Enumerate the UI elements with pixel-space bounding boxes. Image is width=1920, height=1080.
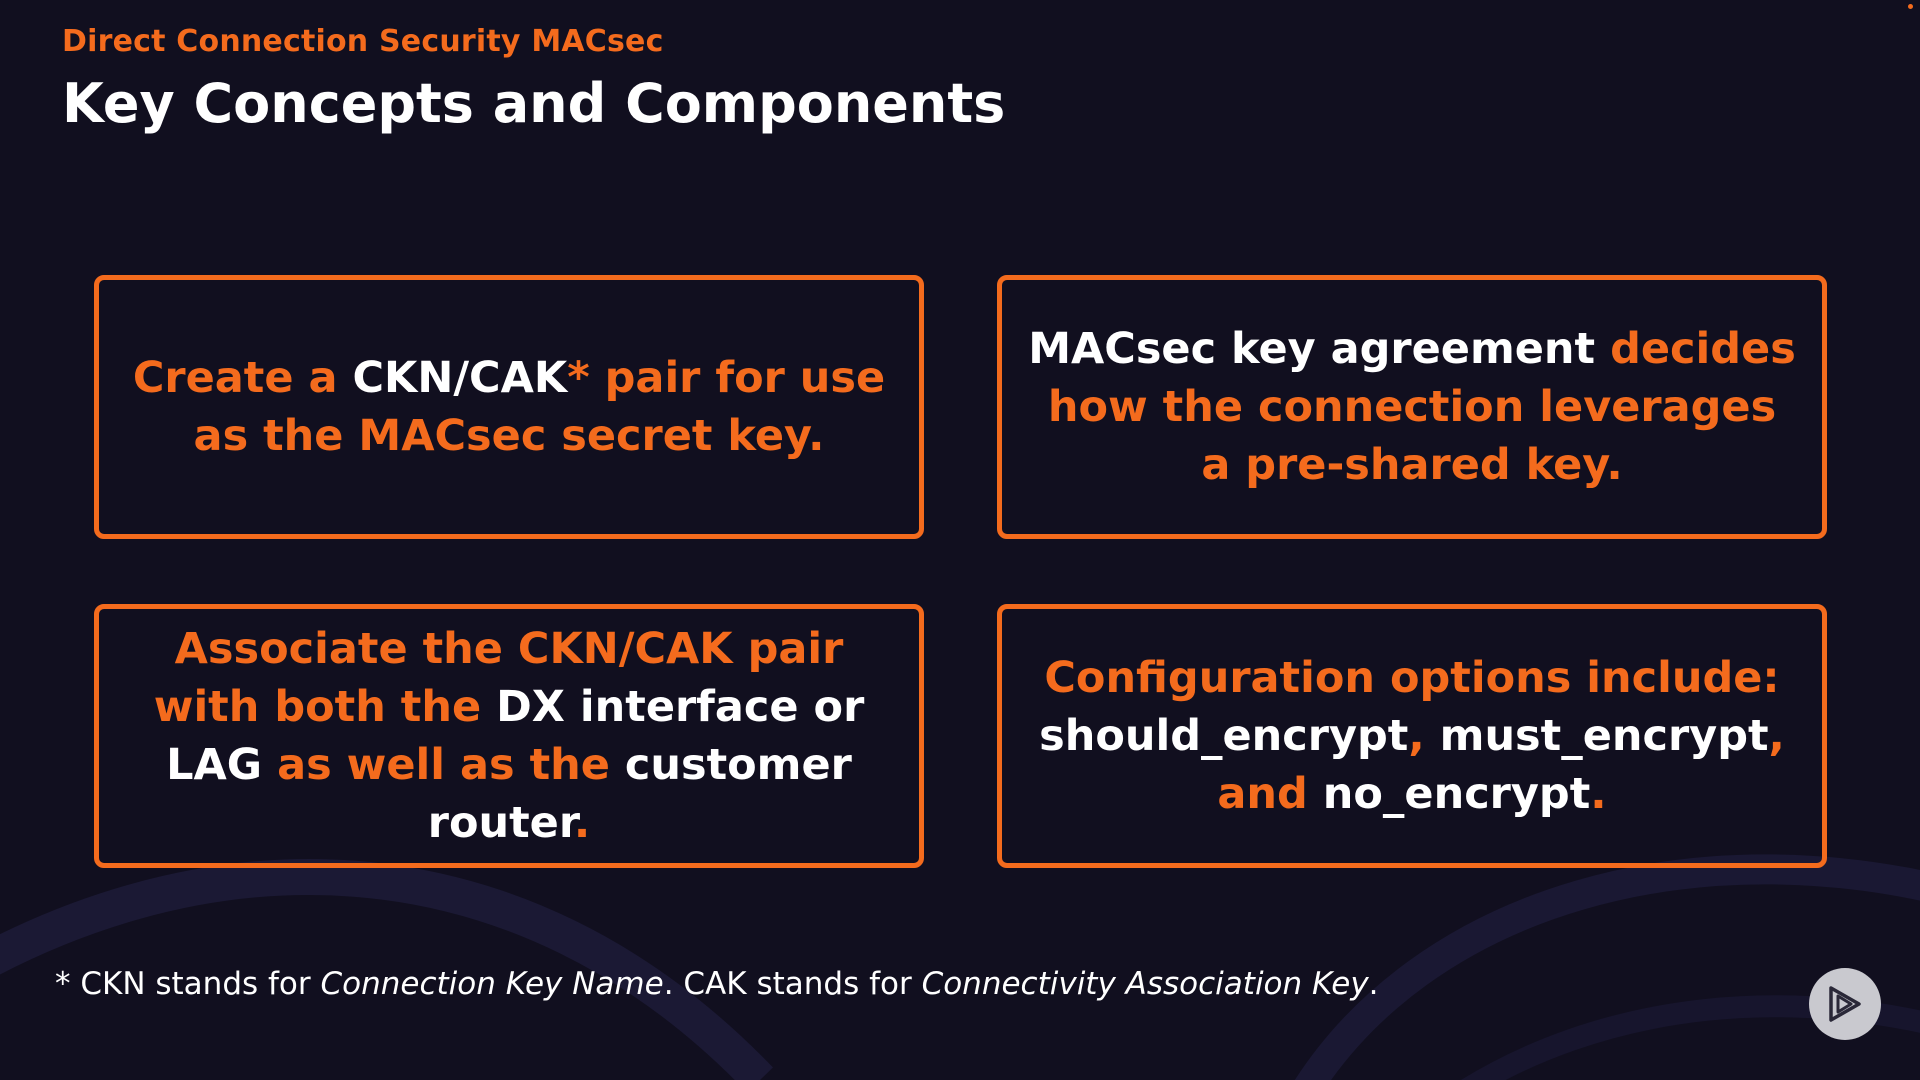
card-highlight-term: should_encrypt [1039, 711, 1409, 761]
concept-card-config-options: Configuration options include: should_en… [997, 604, 1827, 868]
card-text: Create a CKN/CAK* pair for use as the MA… [125, 349, 893, 465]
footnote: * CKN stands for Connection Key Name. CA… [55, 966, 1379, 1002]
card-text-segment: decides how the connection leverages a p… [1047, 324, 1796, 490]
card-text-segment: , [1408, 711, 1440, 761]
card-highlight-term: DX interface or LAG [166, 682, 865, 790]
footnote-prefix: * CKN stands for [55, 966, 321, 1002]
card-text-segment: * pair for use as the MACsec secret key. [193, 353, 886, 461]
footnote-middle: . CAK stands for [663, 966, 922, 1002]
card-highlight-term: must_encrypt [1439, 711, 1769, 761]
card-text-segment: . [573, 798, 591, 848]
card-text-segment: . [1590, 769, 1607, 819]
card-highlight-term: customer router [427, 740, 852, 848]
card-highlight-term: no_encrypt [1322, 769, 1591, 819]
card-text-segment: Configuration options include: [1044, 653, 1780, 703]
card-text: MACsec key agreement decides how the con… [1028, 320, 1796, 494]
concept-card-ckn-cak: Create a CKN/CAK* pair for use as the MA… [94, 275, 924, 539]
corner-marker [1908, 4, 1913, 9]
footnote-ckn-term: Connection Key Name [320, 966, 664, 1002]
slide-title: Key Concepts and Components [62, 72, 1006, 135]
concept-card-key-agreement: MACsec key agreement decides how the con… [997, 275, 1827, 539]
card-text-segment: Create a [132, 353, 353, 403]
card-text: Associate the CKN/CAK pair with both the… [125, 620, 893, 852]
play-triangle-icon [1829, 986, 1861, 1022]
card-highlight-term: MACsec key agreement [1028, 324, 1611, 374]
card-highlight-term: CKN/CAK [352, 353, 568, 403]
footnote-cak-term: Connectivity Association Key [921, 966, 1369, 1002]
card-text-segment: as well as the [262, 740, 625, 790]
section-eyebrow: Direct Connection Security MACsec [62, 24, 664, 59]
play-logo-icon [1809, 968, 1881, 1040]
concept-card-association: Associate the CKN/CAK pair with both the… [94, 604, 924, 868]
card-text: Configuration options include: should_en… [1028, 649, 1796, 823]
footnote-suffix: . [1368, 966, 1379, 1002]
card-text-segment: , and [1217, 711, 1785, 819]
card-text-segment: Associate the CKN/CAK pair with both the [153, 624, 844, 732]
